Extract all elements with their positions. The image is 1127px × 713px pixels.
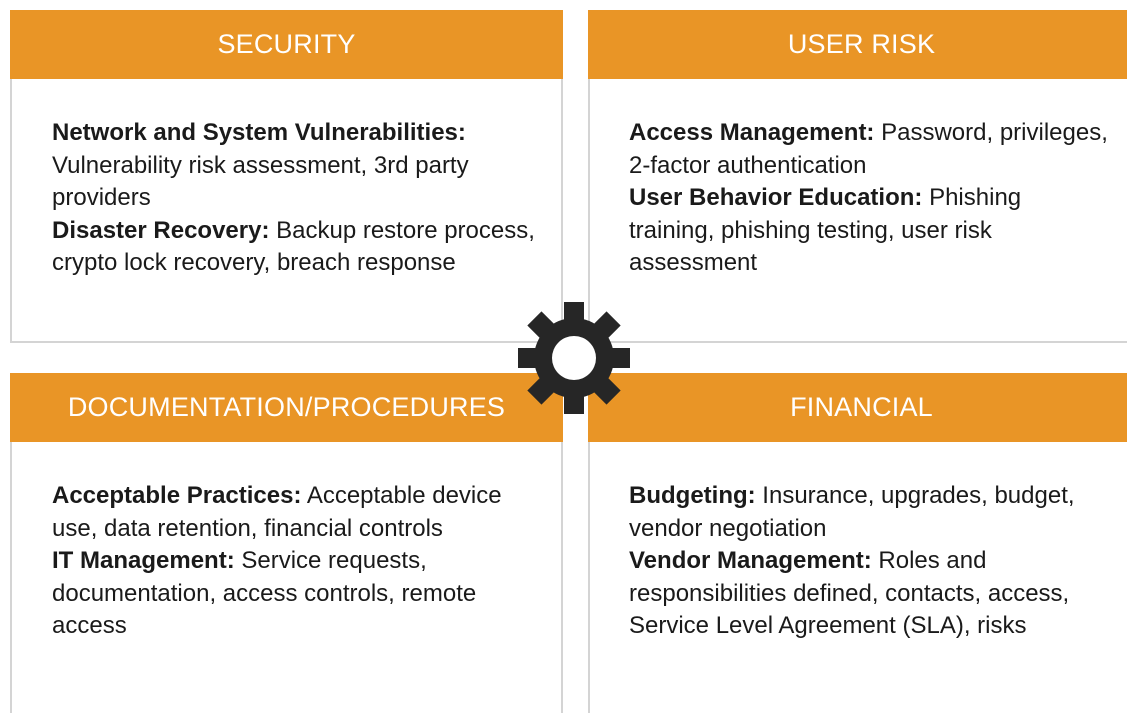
panel-title: USER RISK	[588, 10, 1127, 79]
entry-acceptable-practices: Acceptable Practices: Acceptable device …	[52, 480, 541, 545]
entry-label: Budgeting:	[629, 482, 756, 509]
entry-disaster-recovery: Disaster Recovery: Backup restore proces…	[52, 215, 541, 280]
entry-text: Service requests, documentation, access …	[52, 547, 477, 639]
panel-body: Network and System Vulnerabilities: Vuln…	[12, 79, 561, 280]
entry-text: Acceptable device use, data retention, f…	[52, 482, 502, 542]
entry-label: Acceptable Practices:	[52, 482, 302, 509]
entry-network-vulnerabilities: Network and System Vulnerabilities: Vuln…	[52, 117, 541, 215]
gear-icon	[518, 302, 630, 414]
entry-label: Disaster Recovery:	[52, 216, 270, 244]
entry-vendor-management: Vendor Management: Roles and responsibil…	[629, 545, 1113, 643]
entry-label: IT Management:	[52, 547, 235, 574]
panel-title: FINANCIAL	[588, 373, 1127, 442]
entry-access-management: Access Management: Password, privileges,…	[629, 117, 1113, 182]
entry-label: Network and System Vulnerabilities:	[52, 119, 466, 146]
entry-budgeting: Budgeting: Insurance, upgrades, budget, …	[629, 480, 1113, 545]
entry-text: Vulnerability risk assessment, 3rd party…	[52, 151, 469, 212]
panel-body: Acceptable Practices: Acceptable device …	[12, 442, 561, 643]
entry-label: Access Management:	[629, 119, 875, 146]
entry-text: Backup restore process, crypto lock reco…	[52, 216, 535, 277]
entry-text: Phishing training, phishing testing, use…	[629, 184, 1022, 276]
panel-title: SECURITY	[10, 10, 563, 79]
panel-financial: FINANCIAL Budgeting: Insurance, upgrades…	[588, 373, 1127, 713]
entry-text: Roles and responsibilities defined, cont…	[629, 547, 1070, 639]
entry-text: Password, privileges, 2-factor authentic…	[629, 119, 1108, 179]
entry-user-behavior-education: User Behavior Education: Phishing traini…	[629, 182, 1113, 280]
entry-it-management: IT Management: Service requests, documen…	[52, 545, 541, 643]
entry-label: User Behavior Education:	[629, 184, 923, 211]
panel-documentation-procedures: DOCUMENTATION/PROCEDURES Acceptable Prac…	[10, 373, 563, 713]
panel-title: DOCUMENTATION/PROCEDURES	[10, 373, 563, 442]
panel-body: Budgeting: Insurance, upgrades, budget, …	[590, 442, 1127, 643]
panel-security: SECURITY Network and System Vulnerabilit…	[10, 10, 563, 343]
panel-user-risk: USER RISK Access Management: Password, p…	[588, 10, 1127, 343]
entry-text: Insurance, upgrades, budget, vendor nego…	[629, 482, 1075, 542]
panel-body: Access Management: Password, privileges,…	[590, 79, 1127, 280]
entry-label: Vendor Management:	[629, 547, 872, 574]
